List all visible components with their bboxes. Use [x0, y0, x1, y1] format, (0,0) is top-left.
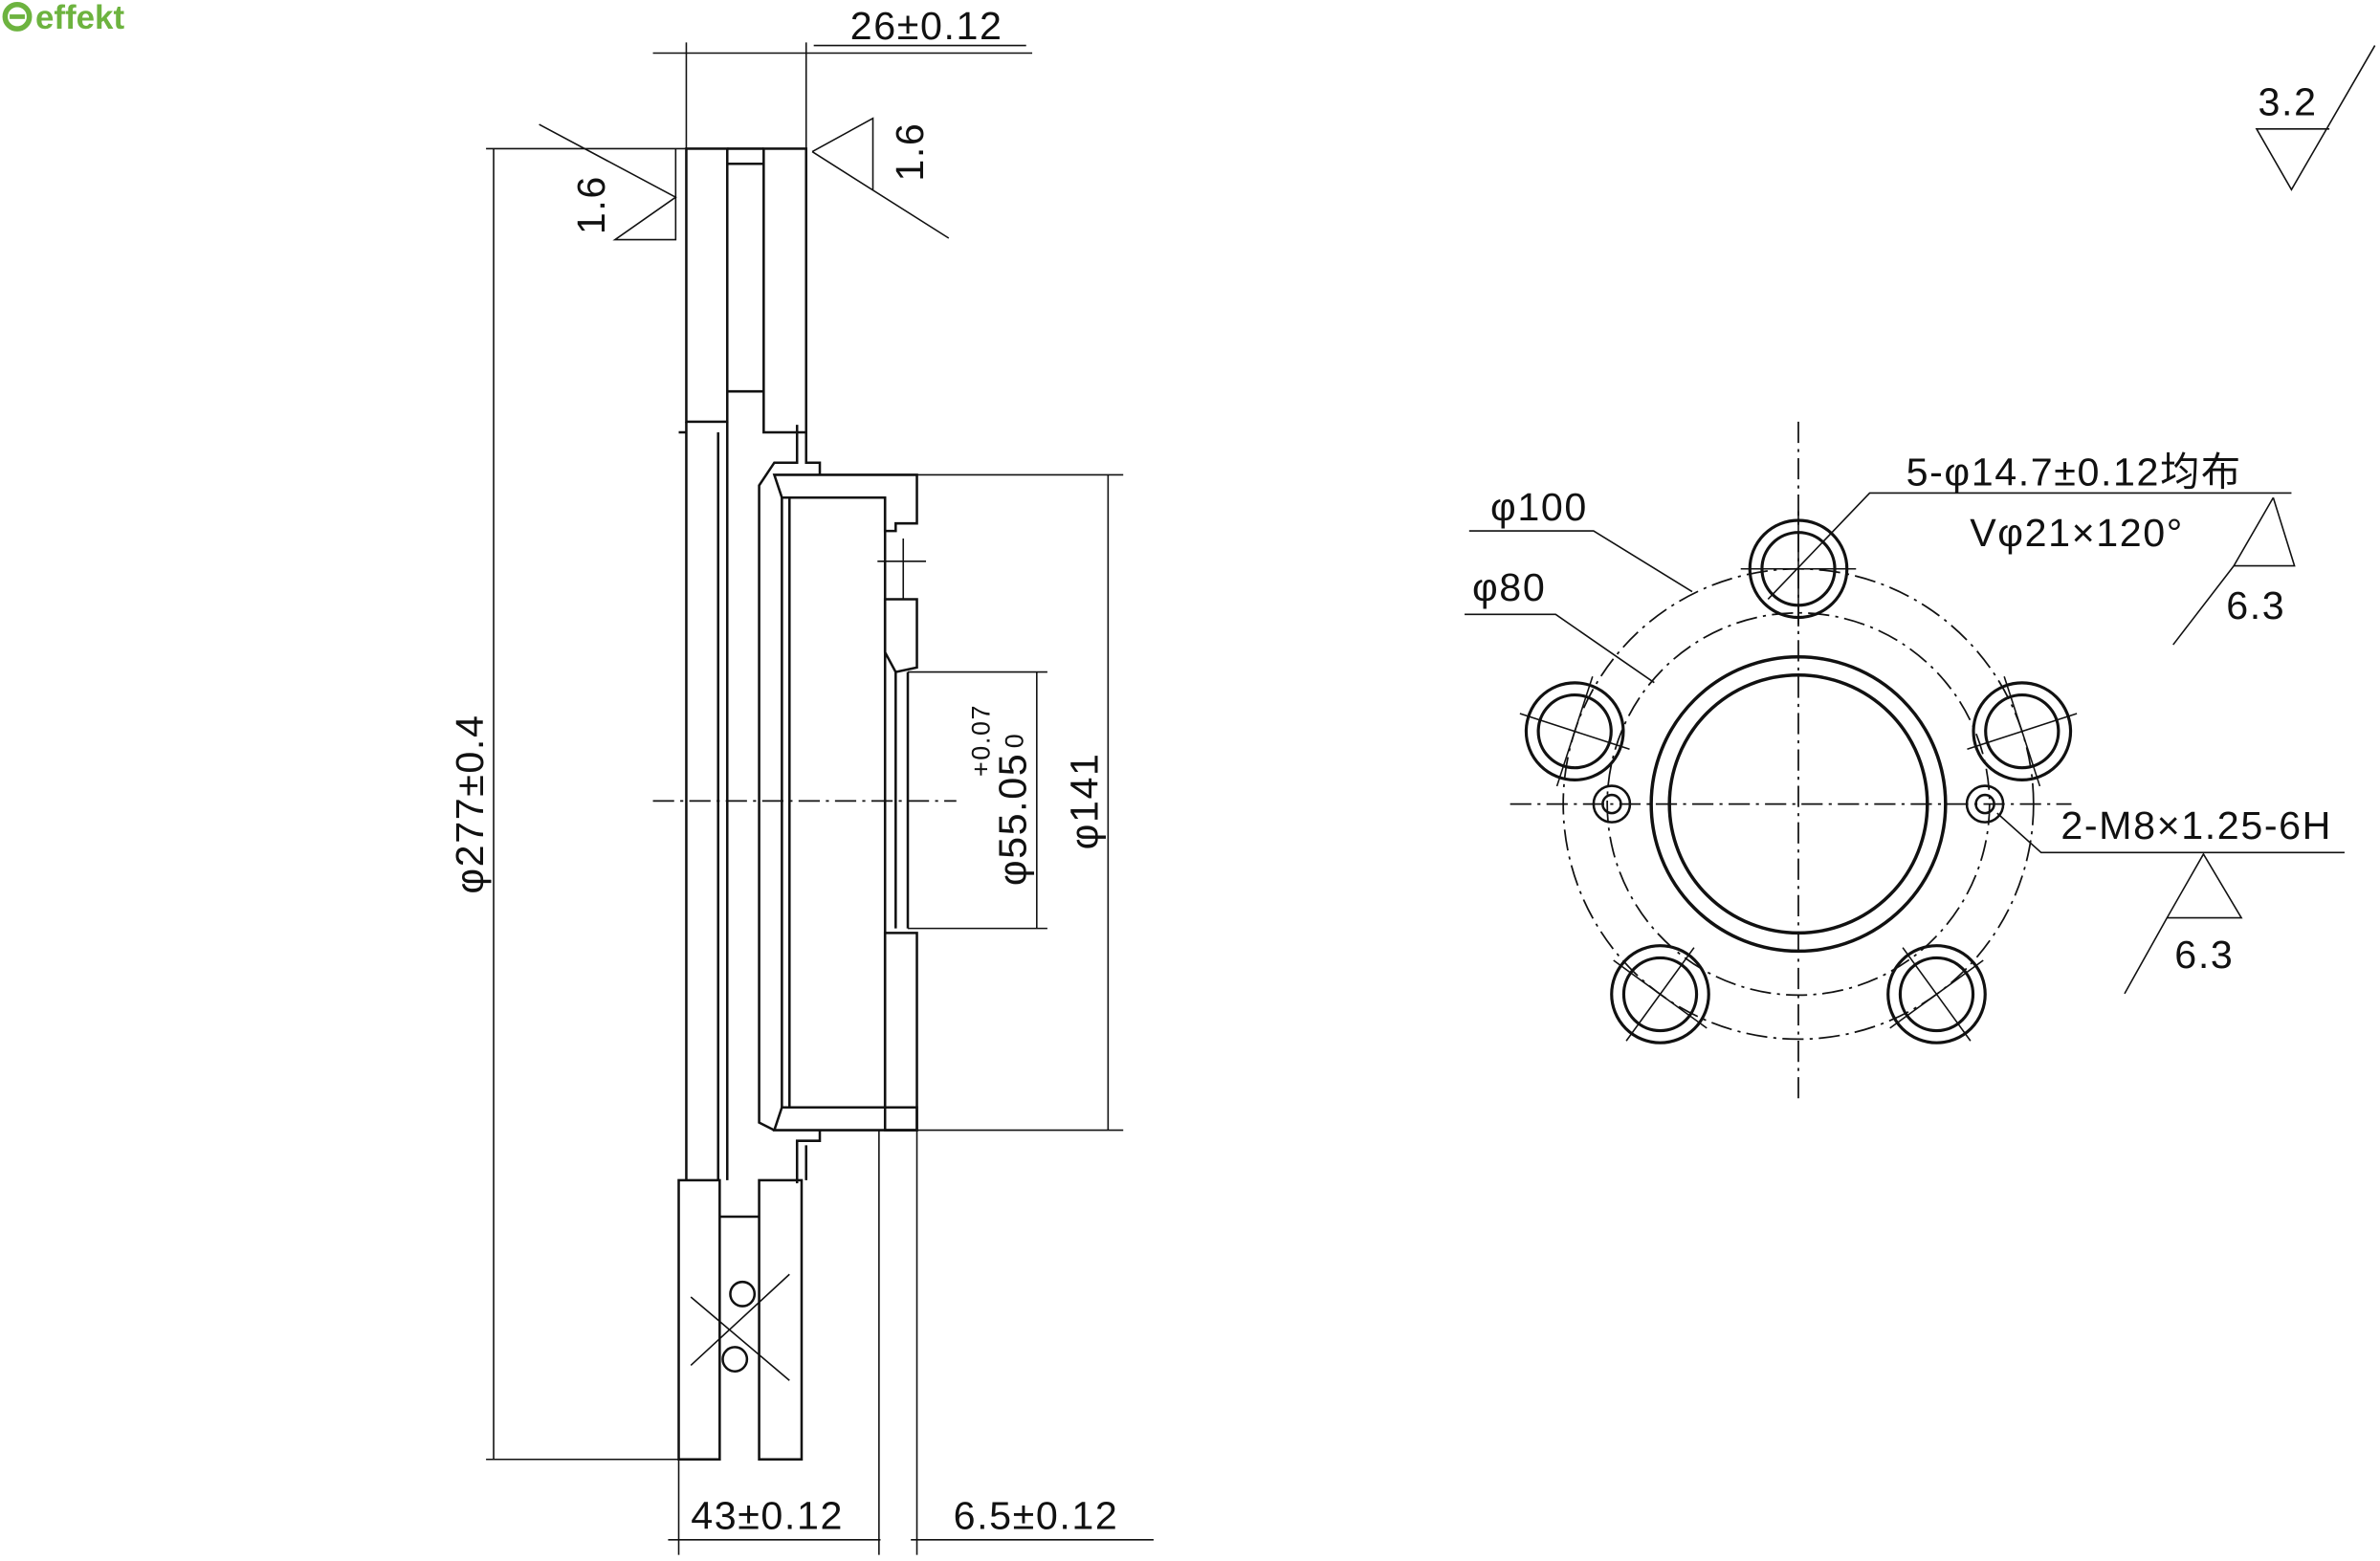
general-roughness: 3.2 — [2259, 80, 2318, 124]
hub-circle — [1606, 611, 1991, 997]
logo-text: effekt — [35, 0, 124, 36]
pcd-label: φ100 — [1490, 485, 1588, 529]
roughness-thread: 6.3 — [2174, 933, 2234, 977]
inner-plate-top — [762, 147, 808, 434]
bolt-hole — [1740, 511, 1857, 627]
hat-top-wall — [772, 473, 918, 533]
countersink-spec: Vφ21×120° — [1970, 511, 2184, 555]
hat-diameter-dimension: φ141 — [1062, 752, 1106, 849]
bore-diameter-dimension: φ55.05 — [991, 753, 1035, 886]
outer-plate-top — [685, 147, 729, 424]
roughness-holes: 6.3 — [2226, 583, 2285, 627]
roughness-left: 1.6 — [569, 175, 613, 234]
outer-diameter-dimension: φ277±0.4 — [448, 715, 492, 894]
front-view: φ100 φ80 5-φ14.7±0.12均布 Vφ21×120° 6.3 2-… — [1465, 421, 2345, 1105]
general-roughness-symbol: 3.2 — [2255, 45, 2376, 191]
bolt-hole — [1886, 944, 1987, 1044]
width-dimension: 26±0.12 — [850, 4, 1003, 48]
outer-plate-bottom — [677, 1178, 721, 1462]
bore-tolerance-upper: +0.07 — [967, 704, 996, 777]
bolt-hole — [1967, 676, 2078, 787]
hat-bottom-wall — [772, 1106, 918, 1132]
side-section-view: 26±0.12 φ277±0.4 φ141 φ55.05 +0.07 0 43±… — [448, 4, 1154, 1555]
roughness-right: 1.6 — [888, 122, 932, 182]
inner-plate-bottom — [758, 1178, 804, 1462]
bolt-hole-spec: 5-φ14.7±0.12均布 — [1906, 451, 2242, 495]
bolt-hole — [1519, 676, 1630, 787]
height-dimension: 43±0.12 — [691, 1494, 844, 1538]
hub-circle-label: φ80 — [1472, 565, 1546, 609]
bore-tolerance-lower: 0 — [1001, 733, 1029, 749]
thread-hole-spec: 2-M8×1.25-6H — [2060, 803, 2332, 847]
hat-thickness-dimension: 6.5±0.12 — [954, 1494, 1119, 1538]
bolt-hole — [1610, 944, 1710, 1044]
effekt-logo: effekt — [2, 0, 124, 36]
